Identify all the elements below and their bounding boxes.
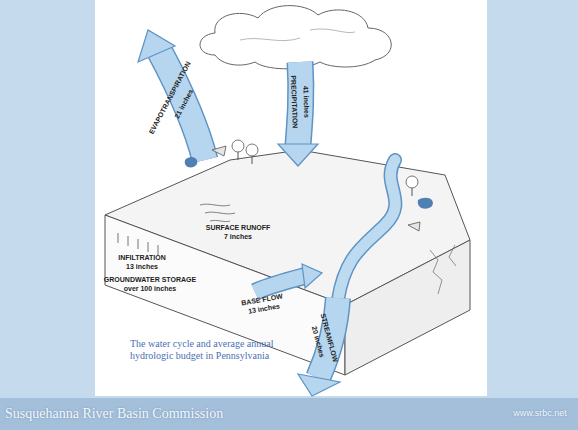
cloud-detail: [240, 29, 355, 41]
block-side-detail: [430, 245, 456, 294]
pond: [185, 157, 198, 167]
flow-label: INFILTRATION: [102, 254, 182, 262]
precipitation-arrow-head: [278, 144, 318, 166]
precipitation-arrow: [298, 62, 301, 145]
baseflow-arrow-head: [302, 264, 322, 288]
flow-value: 13 inches: [112, 263, 172, 271]
baseflow-arrow-outline: [255, 276, 305, 292]
stream-outline: [338, 160, 395, 300]
white-panel: [95, 0, 487, 396]
et-arrow-head: [138, 30, 175, 62]
footer-organization: Susquehanna River Basin Commission: [5, 406, 295, 421]
tree-trunk: [412, 188, 413, 196]
flow-value: 7 inches: [208, 233, 268, 241]
storage-value: over 100 inches: [110, 285, 190, 293]
infiltration-arrows: [118, 233, 158, 255]
storage-label: GROUNDWATER STORAGE: [95, 276, 205, 284]
tree-trunk: [252, 156, 253, 164]
house: [212, 146, 226, 156]
precipitation-arrow-outline: [298, 62, 301, 145]
footer-url: www.srbc.net: [503, 409, 577, 419]
block-side-face: [345, 240, 470, 375]
pond: [418, 198, 433, 209]
stream: [338, 160, 395, 300]
footer-band: [0, 398, 578, 430]
tree: [406, 176, 418, 188]
streamflow-arrow-head: [298, 374, 340, 396]
caption: The water cycle and average annual hydro…: [130, 338, 280, 362]
baseflow-arrow: [255, 276, 305, 292]
house: [408, 222, 420, 231]
tree-trunk: [238, 152, 239, 160]
block-front-face: [105, 215, 345, 375]
tree: [246, 144, 258, 156]
tree: [232, 140, 244, 152]
flow-label: SURFACE RUNOFF: [193, 224, 283, 232]
runoff-lines: [200, 204, 235, 221]
cloud: [200, 6, 391, 69]
